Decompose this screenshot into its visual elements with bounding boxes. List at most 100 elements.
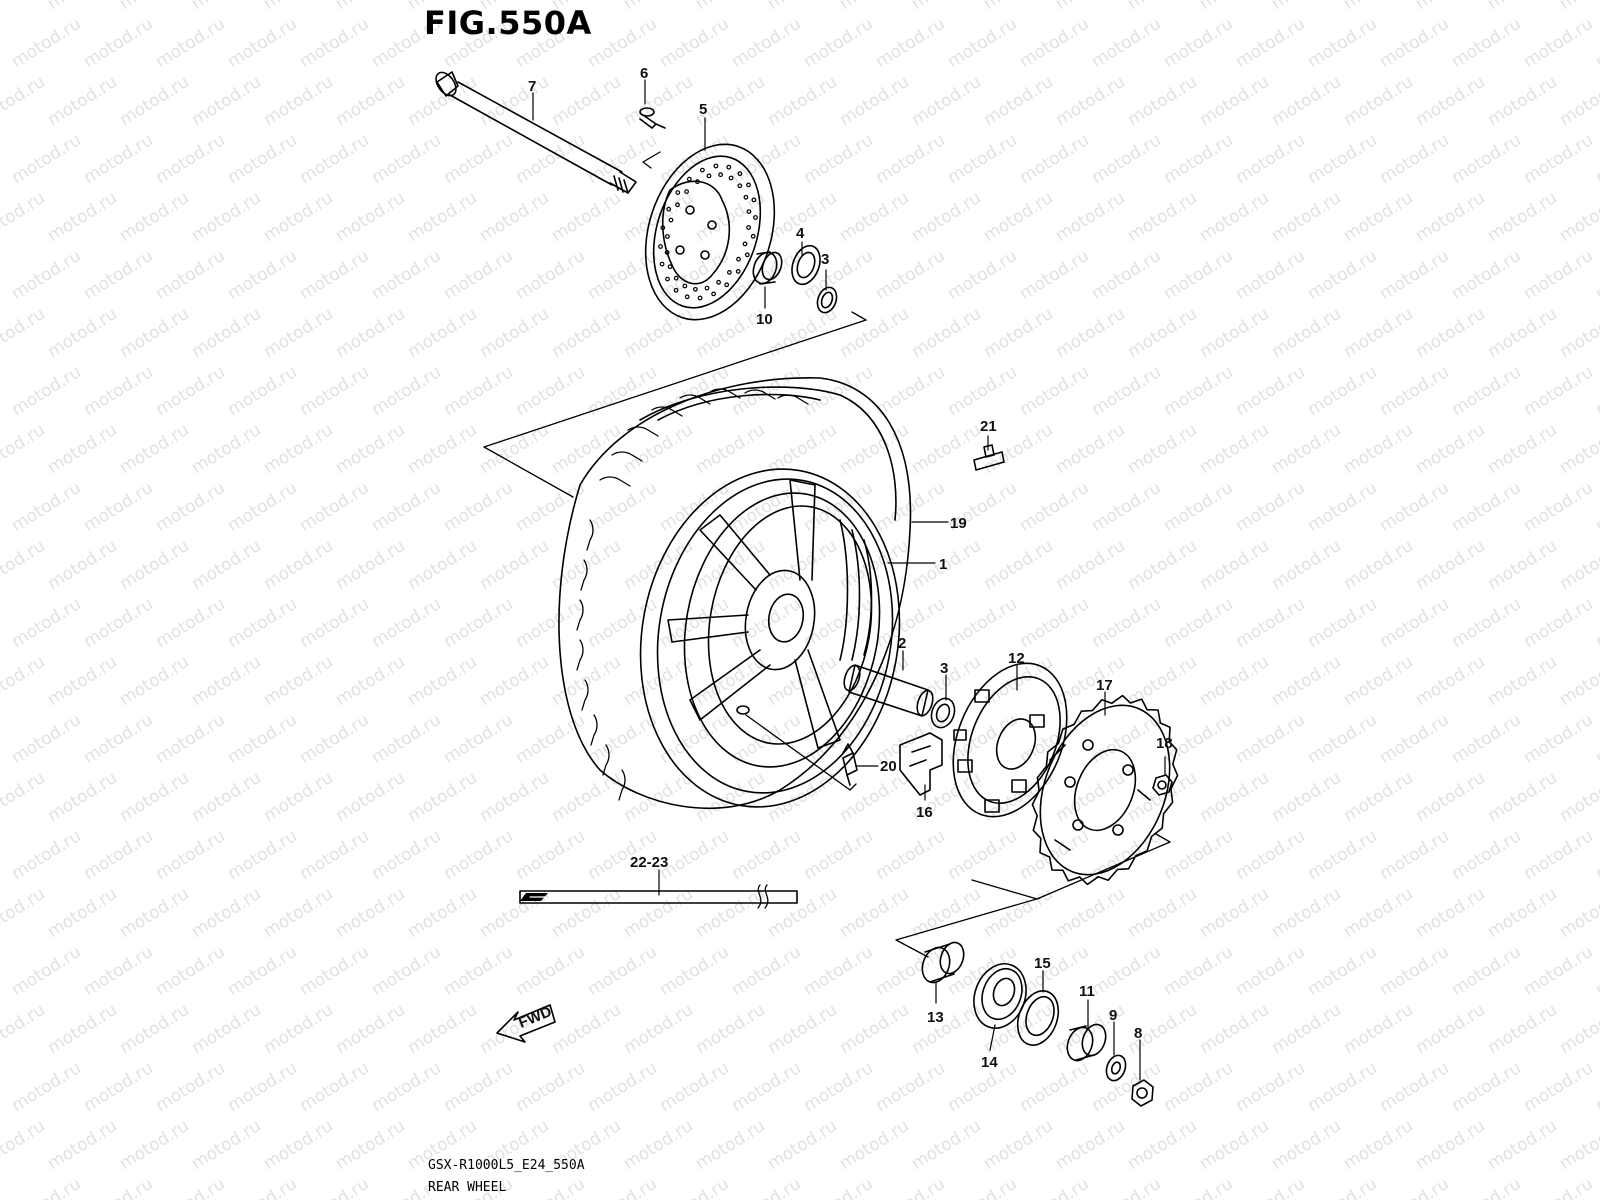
watermark-text: motod.ru (0, 768, 49, 826)
disc-hole (693, 286, 698, 292)
callout-18[interactable]: 18 (1156, 735, 1173, 752)
watermark-text: motod.ru (1484, 1116, 1561, 1174)
disc-hole (744, 252, 750, 258)
callout-6[interactable]: 6 (640, 65, 648, 82)
watermark-text: motod.ru (908, 1000, 985, 1058)
watermark-text: motod.ru (80, 130, 157, 188)
tread-groove (581, 679, 589, 711)
watermark-text: motod.ru (1160, 362, 1237, 420)
watermark-text: motod.ru (44, 884, 121, 942)
watermark-text: motod.ru (1484, 304, 1561, 362)
watermark-text: motod.ru (152, 1174, 229, 1200)
watermark-text: motod.ru (872, 594, 949, 652)
watermark-text: motod.ru (440, 362, 517, 420)
watermark-text: motod.ru (8, 594, 85, 652)
watermark-text: motod.ru (368, 826, 445, 884)
watermark-text: motod.ru (260, 536, 337, 594)
watermark-text: motod.ru (656, 1058, 733, 1116)
watermark-text: motod.ru (368, 710, 445, 768)
nut-part (1152, 774, 1173, 796)
callout-5[interactable]: 5 (699, 101, 707, 118)
watermark-text: motod.ru (1196, 768, 1273, 826)
callout-12[interactable]: 12 (1008, 650, 1025, 667)
callout-2[interactable]: 2 (898, 635, 906, 652)
callout-13[interactable]: 13 (927, 1009, 944, 1026)
watermark-text: motod.ru (1412, 72, 1489, 130)
watermark-text: motod.ru (260, 304, 337, 362)
callout-1[interactable]: 1 (939, 556, 947, 573)
callout-14[interactable]: 14 (981, 1054, 998, 1071)
watermark-text: motod.ru (476, 304, 553, 362)
watermark-text: motod.ru (548, 768, 625, 826)
watermark-text: motod.ru (872, 14, 949, 72)
watermark-text: motod.ru (1484, 420, 1561, 478)
tread-groove (576, 599, 584, 631)
callout-10[interactable]: 10 (756, 311, 773, 328)
callout-15[interactable]: 15 (1034, 955, 1051, 972)
callout-22-23[interactable]: 22-23 (630, 854, 668, 871)
callout-19[interactable]: 19 (950, 515, 967, 532)
watermark-text: motod.ru (80, 478, 157, 536)
callout-3-upper[interactable]: 3 (821, 251, 829, 268)
callout-17[interactable]: 17 (1096, 677, 1113, 694)
watermark-text: motod.ru (1556, 1116, 1600, 1174)
callout-21[interactable]: 21 (980, 418, 997, 435)
watermark-text: motod.ru (1376, 942, 1453, 1000)
watermark-text: motod.ru (800, 942, 877, 1000)
watermark-text: motod.ru (1232, 942, 1309, 1000)
watermark-text: motod.ru (1088, 14, 1165, 72)
watermark-text: motod.ru (764, 536, 841, 594)
watermark-text: motod.ru (1268, 420, 1345, 478)
watermark-text: motod.ru (1160, 130, 1237, 188)
watermark-text: motod.ru (44, 0, 121, 14)
disc-hole (695, 179, 700, 185)
axle-part (435, 71, 637, 194)
watermark-text: motod.ru (8, 710, 85, 768)
watermark-text: motod.ru (80, 710, 157, 768)
tread-groove (599, 476, 631, 487)
callout-7[interactable]: 7 (528, 78, 536, 95)
callout-3-lower[interactable]: 3 (940, 660, 948, 677)
watermark-text: motod.ru (1016, 594, 1093, 652)
watermark-text: motod.ru (1448, 130, 1525, 188)
seal-part-right (930, 697, 956, 729)
callout-11[interactable]: 11 (1079, 983, 1095, 1000)
callout-9[interactable]: 9 (1109, 1007, 1117, 1024)
lower-leader-lines (745, 714, 1171, 958)
watermark-text: motod.ru (908, 188, 985, 246)
callout-20[interactable]: 20 (880, 758, 897, 775)
disc-hole (724, 282, 730, 288)
callout-8[interactable]: 8 (1134, 1025, 1142, 1042)
watermark-text: motod.ru (1196, 420, 1273, 478)
watermark-text: motod.ru (1484, 652, 1561, 710)
watermark-text: motod.ru (1016, 130, 1093, 188)
watermark-text: motod.ru (1556, 0, 1600, 14)
watermark-text: motod.ru (1232, 246, 1309, 304)
watermark-text: motod.ru (188, 420, 265, 478)
watermark-text: motod.ru (152, 246, 229, 304)
watermark-text: motod.ru (800, 1174, 877, 1200)
callout-4[interactable]: 4 (796, 225, 805, 242)
watermark-text: motod.ru (0, 188, 49, 246)
watermark-text: motod.ru (440, 826, 517, 884)
watermark-text: motod.ru (584, 1174, 661, 1200)
watermark-text: motod.ru (1556, 652, 1600, 710)
callout-16[interactable]: 16 (916, 804, 933, 821)
watermark-text: motod.ru (0, 884, 49, 942)
watermark-text: motod.ru (440, 1058, 517, 1116)
disc-hole (684, 189, 689, 195)
watermark-text: motod.ru (836, 1000, 913, 1058)
watermark-text: motod.ru (1520, 942, 1597, 1000)
watermark-text: motod.ru (1052, 420, 1129, 478)
watermark-text: motod.ru (1484, 1000, 1561, 1058)
watermark-text: motod.ru (728, 826, 805, 884)
watermark-text: motod.ru (0, 1116, 49, 1174)
watermark-text: motod.ru (1520, 14, 1597, 72)
disc-hole (727, 270, 732, 275)
watermark-text: motod.ru (1592, 594, 1600, 652)
watermark-text: motod.ru (8, 246, 85, 304)
watermark-text: motod.ru (440, 246, 517, 304)
watermark-text: motod.ru (440, 478, 517, 536)
watermark-text: motod.ru (152, 130, 229, 188)
watermark-text: motod.ru (1160, 942, 1237, 1000)
